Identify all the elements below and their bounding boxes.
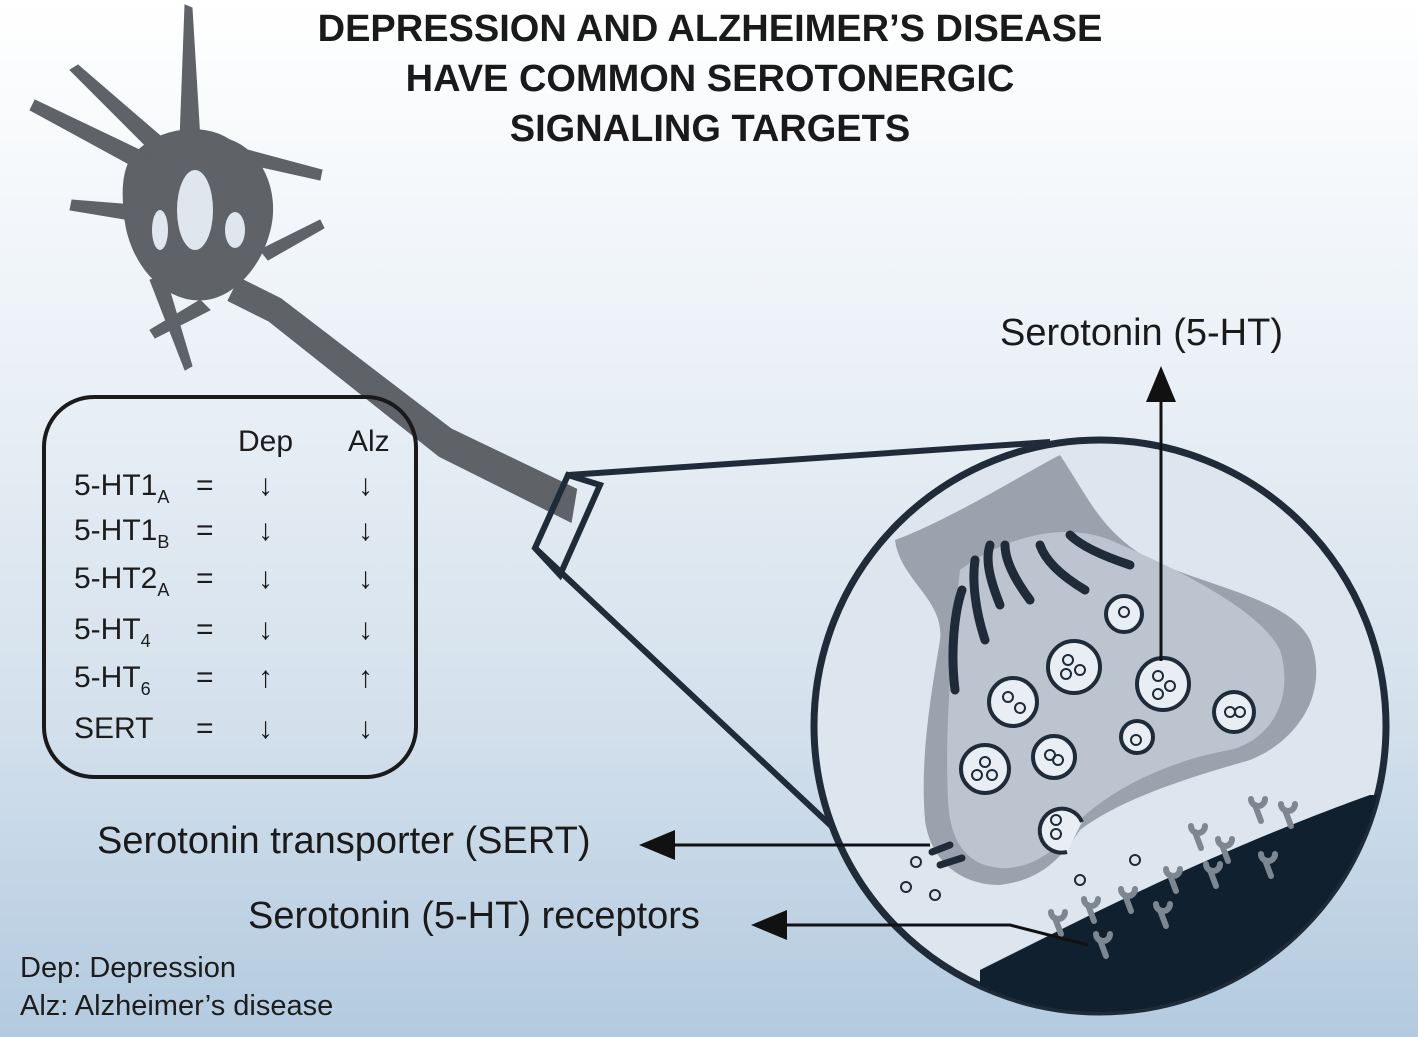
sert-label: Serotonin transporter (SERT) (97, 820, 591, 862)
equals-sign: = (196, 712, 214, 745)
legend-dep: Dep: Depression (20, 952, 236, 984)
equals-sign: = (196, 469, 214, 502)
dep-arrow: ↑ (258, 661, 273, 694)
receptors (1048, 796, 1298, 959)
table-row: SERT = ↓ ↓ (74, 712, 414, 752)
receptor-name: 5-HT1B (74, 514, 170, 552)
receptor-name: SERT (74, 712, 154, 745)
legend-alz: Alz: Alzheimer’s disease (20, 990, 334, 1022)
table-row: 5-HT2A = ↓ ↓ (74, 562, 414, 602)
title-line-2: HAVE COMMON SEROTONERGIC (405, 58, 1015, 100)
neuron-icon (29, 4, 578, 523)
equals-sign: = (196, 562, 214, 595)
table-row: 5-HT1B = ↓ ↓ (74, 514, 414, 554)
equals-sign: = (196, 613, 214, 646)
table-row: 5-HT1A = ↓ ↓ (74, 469, 414, 509)
table-row: 5-HT6 = ↑ ↑ (74, 661, 414, 701)
serotonin-molecules (900, 606, 1246, 901)
receptors-label: Serotonin (5-HT) receptors (248, 895, 700, 937)
title-line-1: DEPRESSION AND ALZHEIMER’S DISEASE (317, 8, 1103, 50)
diagram-title: DEPRESSION AND ALZHEIMER’S DISEASE HAVE … (230, 4, 1190, 154)
alz-arrow: ↓ (358, 712, 373, 745)
alz-arrow: ↓ (358, 514, 373, 547)
alz-arrow: ↓ (358, 613, 373, 646)
receptor-name: 5-HT4 (74, 613, 151, 651)
header-alz: Alz (348, 425, 390, 458)
table-row: 5-HT4 = ↓ ↓ (74, 613, 414, 653)
vesicles (959, 594, 1256, 855)
alz-arrow: ↓ (358, 562, 373, 595)
receptors-pointer (751, 910, 1089, 947)
receptor-change-table: Dep Alz 5-HT1A = ↓ ↓5-HT1B = ↓ ↓5-HT2A =… (42, 395, 418, 779)
dep-arrow: ↓ (258, 514, 273, 547)
alz-arrow: ↓ (358, 469, 373, 502)
equals-sign: = (196, 661, 214, 694)
equals-sign: = (196, 514, 214, 547)
alz-arrow: ↑ (358, 661, 373, 694)
dep-arrow: ↓ (258, 469, 273, 502)
serotonin-label: Serotonin (5-HT) (1000, 312, 1283, 354)
receptor-name: 5-HT6 (74, 661, 151, 699)
dep-arrow: ↓ (258, 712, 273, 745)
receptor-name: 5-HT1A (74, 469, 170, 507)
header-dep: Dep (238, 425, 294, 458)
dep-arrow: ↓ (258, 613, 273, 646)
title-line-3: SIGNALING TARGETS (509, 108, 911, 150)
dep-arrow: ↓ (258, 562, 273, 595)
receptor-name: 5-HT2A (74, 562, 170, 600)
